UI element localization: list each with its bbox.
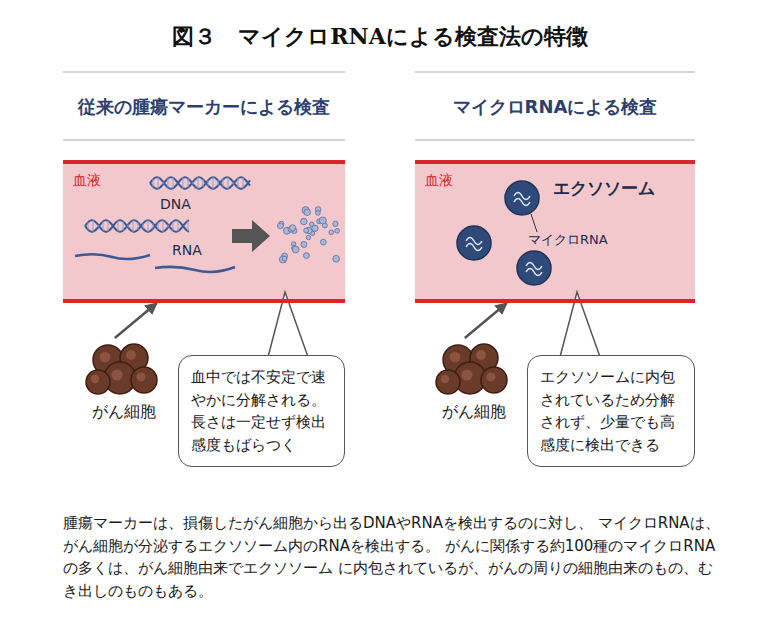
strand-label: RNA	[172, 242, 202, 258]
callout-text: 血中では不安定で速やかに分解される。長さは一定せず検出感度もばらつく	[191, 366, 332, 456]
leader-line	[531, 214, 537, 232]
arrow-connector	[465, 303, 507, 338]
caption: 腫瘍マーカーは、損傷したがん細胞から出るDNAやRNAを検出するのに対し、 マイ…	[63, 512, 723, 602]
strand-label: DNA	[160, 196, 191, 212]
arrow-connector	[115, 303, 157, 338]
region-label: 血液	[425, 172, 453, 189]
region-label: 血液	[73, 172, 101, 189]
blood-band: 血液	[63, 160, 345, 303]
microrna-label: マイクロRNA	[528, 231, 608, 249]
callout-box: エクソソームに内包されているため分解されず、少量でも高感度に検出できる	[527, 355, 695, 467]
fragment-dots	[277, 207, 339, 263]
cell-cluster	[78, 338, 170, 398]
exosome-label: エクソソーム	[553, 177, 655, 200]
callout-box: 血中では不安定で速やかに分解される。長さは一定せず検出感度もばらつく	[178, 355, 345, 467]
callout-text: エクソソームに内包されているため分解されず、少量でも高感度に検出できる	[540, 366, 682, 456]
cell-label: がん細胞	[78, 402, 170, 421]
header-rule	[63, 72, 695, 140]
cell-label: がん細胞	[428, 402, 520, 421]
panel-heading: マイクロRNAによる検査	[415, 95, 695, 119]
cell-cluster	[428, 338, 520, 398]
blood-fill	[415, 160, 695, 303]
block-arrow	[232, 220, 270, 252]
cancer-cell: がん細胞	[78, 338, 170, 430]
dna-helix	[85, 177, 250, 232]
blood-fill	[63, 160, 345, 303]
panel-heading: 従来の腫瘍マーカーによる検査	[63, 95, 345, 119]
rna-strand	[75, 254, 235, 272]
blood-band: 血液	[415, 160, 695, 303]
cancer-cell: がん細胞	[428, 338, 520, 430]
title: 図３ マイクロRNAによる検査法の特徴	[0, 22, 760, 52]
